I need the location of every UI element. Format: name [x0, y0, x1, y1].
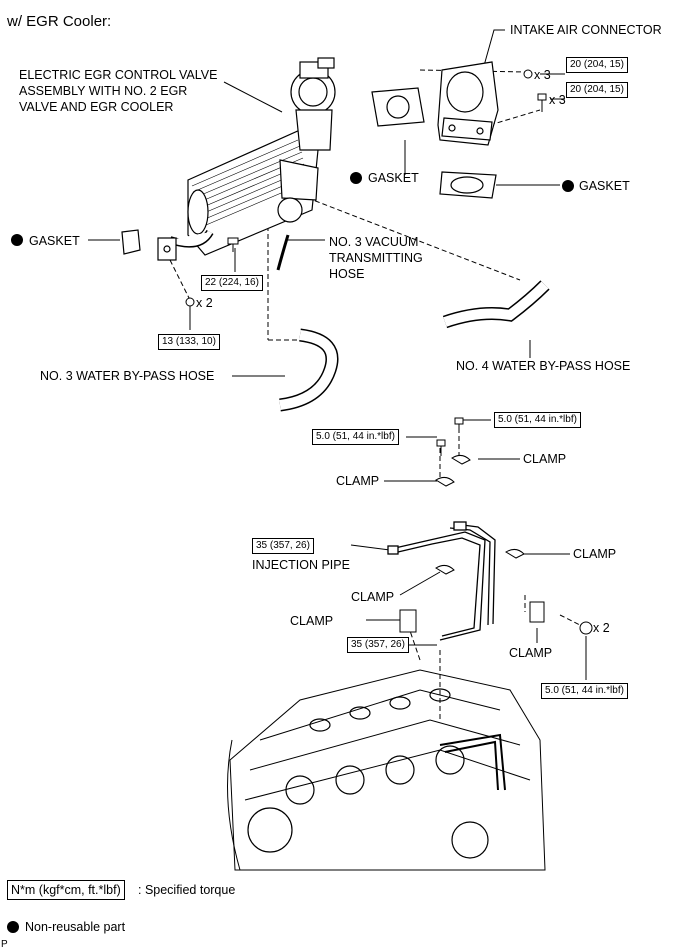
label-water-bypass-hose-4: NO. 4 WATER BY-PASS HOSE — [456, 359, 631, 373]
label-gasket-left: GASKET — [29, 234, 80, 248]
gasket-right-hole — [450, 176, 484, 194]
torque-pipe-nut-upper: 35 (357, 26) — [252, 538, 314, 554]
vacuum-hose-part — [276, 234, 290, 271]
engine-block — [227, 669, 546, 871]
clamp-6-part — [529, 601, 545, 623]
torque-clamp-bolt-left: 5.0 (51, 44 in.*lbf) — [312, 429, 399, 445]
clamp-1-part — [451, 454, 471, 465]
qty-intake-bolt: x 3 — [549, 93, 566, 107]
gasket-left-part — [121, 229, 141, 255]
legend-torque-unit: N*m (kgf*cm, ft.*lbf) — [7, 880, 125, 900]
legend-torque-desc: : Specified torque — [138, 883, 236, 897]
label-clamp-1: CLAMP — [523, 452, 567, 466]
corner-mark: P — [1, 939, 8, 950]
clamp-bolt-left-icon — [436, 439, 446, 447]
egr-bolt-icon — [227, 237, 239, 245]
torque-pipe-nut-lower: 35 (357, 26) — [347, 637, 409, 653]
qty-clamp-nut: x 2 — [593, 621, 610, 635]
page-title: w/ EGR Cooler: — [7, 13, 112, 30]
clamp-3-part — [505, 548, 525, 559]
intake-air-connector — [437, 61, 499, 146]
water-bypass-hose-4-part — [442, 280, 550, 329]
clamp-nut-lower-icon — [579, 621, 593, 635]
label-gasket-right: GASKET — [579, 179, 630, 193]
label-gasket-center: GASKET — [368, 171, 419, 185]
gasket-right-non-reusable-icon — [562, 180, 574, 192]
torque-clamp-nut-lower: 5.0 (51, 44 in.*lbf) — [541, 683, 628, 699]
egr-valve-cooler-assembly — [157, 57, 336, 261]
label-clamp-5: CLAMP — [290, 614, 334, 628]
water-bypass-hose-3-part — [279, 328, 339, 412]
injection-pipes — [387, 521, 496, 641]
label-egr-valve-assembly: ELECTRIC EGR CONTROL VALVE ASSEMBLY WITH… — [19, 68, 218, 114]
clamp-bolt-upper-icon — [454, 417, 464, 425]
label-water-bypass-hose-3: NO. 3 WATER BY-PASS HOSE — [40, 369, 215, 383]
clamp-4-part — [435, 564, 455, 575]
intake-bolt-icon — [537, 93, 547, 101]
torque-egr-nut: 13 (133, 10) — [158, 334, 220, 350]
intake-nut-icon — [523, 69, 533, 79]
gasket-left-non-reusable-icon — [11, 234, 23, 246]
torque-egr-bolt: 22 (224, 16) — [201, 275, 263, 291]
gasket-center-non-reusable-icon — [350, 172, 362, 184]
label-clamp-2: CLAMP — [336, 474, 380, 488]
torque-clamp-bolt-upper: 5.0 (51, 44 in.*lbf) — [494, 412, 581, 428]
label-clamp-4: CLAMP — [351, 590, 395, 604]
egr-nut-icon — [185, 297, 195, 307]
qty-intake-nut: x 3 — [534, 68, 551, 82]
torque-intake-nut: 20 (204, 15) — [566, 57, 628, 73]
clamp-2-part — [435, 476, 455, 487]
legend-non-reusable-dot — [7, 921, 19, 933]
qty-egr-nut: x 2 — [196, 296, 213, 310]
clamp-5-part — [399, 609, 417, 633]
label-intake-air-connector: INTAKE AIR CONNECTOR — [510, 23, 662, 37]
legend-non-reusable-label: Non-reusable part — [25, 920, 126, 934]
label-clamp-6: CLAMP — [509, 646, 553, 660]
label-injection-pipe: INJECTION PIPE — [252, 558, 350, 572]
label-vacuum-hose: NO. 3 VACUUM TRANSMITTING HOSE — [329, 235, 423, 281]
torque-intake-bolt: 20 (204, 15) — [566, 82, 628, 98]
gasket-center-hole — [386, 95, 410, 119]
label-clamp-3: CLAMP — [573, 547, 617, 561]
